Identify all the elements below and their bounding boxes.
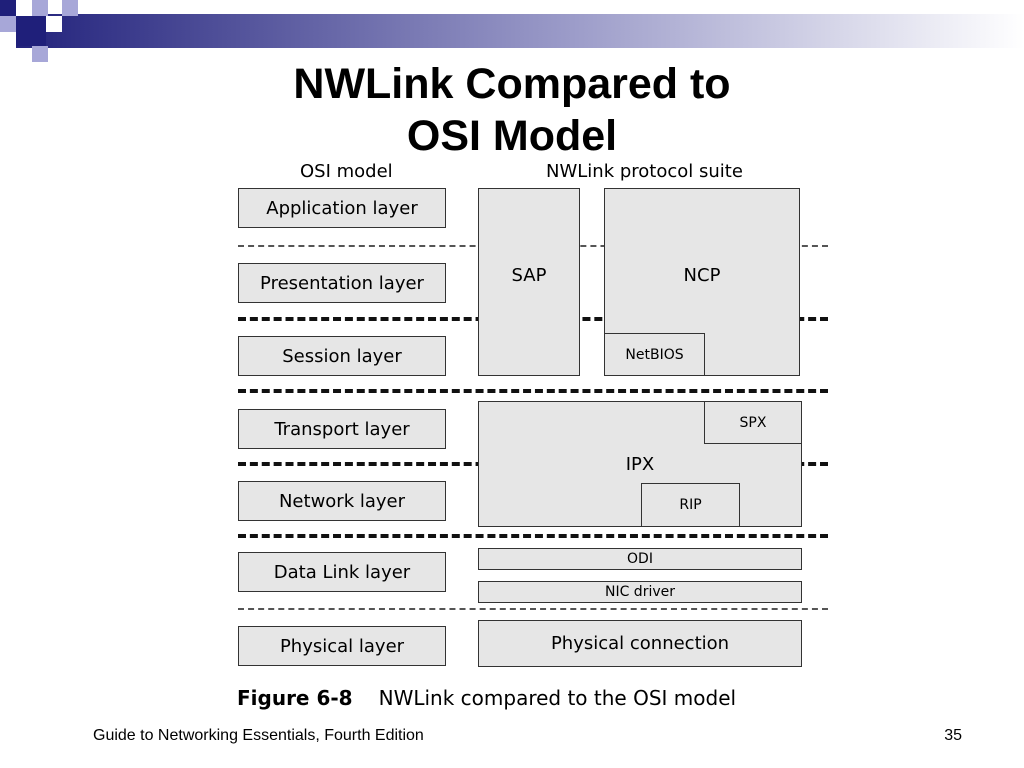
page-number: 35: [944, 727, 962, 744]
netbios-box: NetBIOS: [604, 333, 705, 376]
osi-physical-layer: Physical layer: [238, 626, 446, 666]
physical-connection-box: Physical connection: [478, 620, 802, 667]
deco-square: [0, 16, 16, 32]
osi-network-layer: Network layer: [238, 481, 446, 521]
footer-text: Guide to Networking Essentials, Fourth E…: [93, 727, 424, 744]
layer-divider: [238, 608, 828, 610]
osi-model-header: OSI model: [300, 161, 393, 182]
osi-datalink-layer: Data Link layer: [238, 552, 446, 592]
odi-box: ODI: [478, 548, 802, 570]
figure-caption: Figure 6-8 NWLink compared to the OSI mod…: [237, 686, 736, 710]
deco-square: [32, 46, 48, 62]
header-gradient-band: [0, 0, 1024, 48]
osi-session-layer: Session layer: [238, 336, 446, 376]
figure-number: Figure 6-8: [237, 686, 353, 710]
deco-square: [62, 0, 78, 16]
deco-square: [0, 32, 16, 48]
deco-square: [16, 0, 32, 16]
deco-square: [32, 0, 48, 16]
title-line-2: OSI Model: [406, 112, 618, 160]
slide-title: NWLink Compared to OSI Model: [212, 58, 812, 162]
osi-presentation-layer: Presentation layer: [238, 263, 446, 303]
nic-driver-box: NIC driver: [478, 581, 802, 603]
deco-square: [46, 16, 62, 32]
header-band-svg: [0, 14, 1024, 48]
sap-box: SAP: [478, 188, 580, 376]
layer-divider: [238, 534, 828, 538]
title-line-1: NWLink Compared to: [293, 60, 731, 108]
nwlink-osi-diagram: OSI model NWLink protocol suite Applicat…: [230, 160, 835, 680]
deco-square: [0, 0, 16, 16]
layer-divider: [238, 389, 828, 393]
band-fill: [0, 14, 1024, 48]
spx-box: SPX: [704, 401, 802, 444]
figure-caption-text: NWLink compared to the OSI model: [378, 686, 737, 710]
nwlink-suite-header: NWLink protocol suite: [546, 161, 743, 182]
deco-square: [16, 16, 46, 46]
rip-box: RIP: [641, 483, 740, 527]
osi-application-layer: Application layer: [238, 188, 446, 228]
osi-transport-layer: Transport layer: [238, 409, 446, 449]
